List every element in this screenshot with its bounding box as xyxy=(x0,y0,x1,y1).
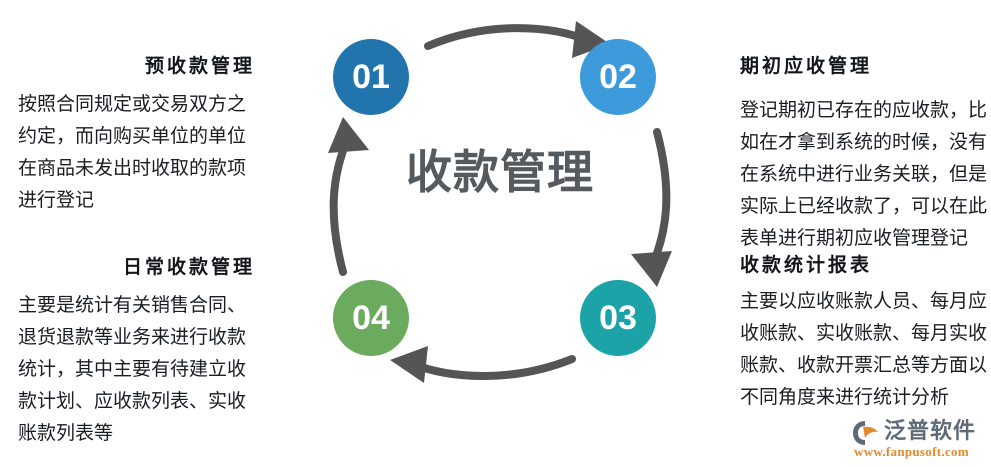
diagram-center-title: 收款管理 xyxy=(406,146,594,198)
block-body-prepayment: 按照合同规定或交易双方之约定，而向购买单位的单位在商品未发出时收取的款项进行登记 xyxy=(18,93,247,211)
text-block-top-left: 预收款管理 按照合同规定或交易双方之约定，而向购买单位的单位在商品未发出时收取的… xyxy=(0,56,260,217)
watermark-url: www.fanpusoft.com xyxy=(854,444,969,459)
cycle-node-04-label: 04 xyxy=(352,298,390,337)
arrow-right-down-icon xyxy=(631,128,672,287)
cycle-diagram: 01 02 03 04 收款管理 xyxy=(300,14,700,394)
arrow-bottom-left-icon xyxy=(390,346,576,383)
arrow-top-right-icon xyxy=(424,21,610,58)
block-heading-opening-receivable: 期初应收管理 xyxy=(740,56,873,77)
block-heading-prepayment: 预收款管理 xyxy=(144,56,255,77)
cycle-arrows xyxy=(328,21,672,383)
cycle-node-02[interactable]: 02 xyxy=(580,39,656,115)
cycle-node-03-label: 03 xyxy=(599,298,637,337)
cycle-node-03[interactable]: 03 xyxy=(580,280,656,356)
text-block-bottom-right: 收款统计报表 主要以应收账款人员、每月应收账款、实收账款、每月实收账款、收款开票… xyxy=(740,255,990,414)
block-heading-collection-report: 收款统计报表 xyxy=(740,255,873,276)
block-body-opening-receivable: 登记期初已存在的应收款，比如在才拿到系统的时候，没有在系统中进行业务关联，但是实… xyxy=(740,99,988,249)
text-block-bottom-left: 日常收款管理 主要是统计有关销售合同、退货退款等业务来进行收款统计，其中主要有待… xyxy=(0,257,260,450)
text-block-top-right: 期初应收管理 登记期初已存在的应收款，比如在才拿到系统的时候，没有在系统中进行业… xyxy=(740,56,990,255)
cycle-node-01[interactable]: 01 xyxy=(333,39,409,115)
watermark-logo: 泛普软件 www.fanpusoft.com xyxy=(852,418,986,462)
block-body-daily-collection: 主要是统计有关销售合同、退货退款等业务来进行收款统计，其中主要有待建立收款计划、… xyxy=(18,294,247,444)
cycle-node-02-label: 02 xyxy=(599,57,637,96)
cycle-node-04[interactable]: 04 xyxy=(333,280,409,356)
block-heading-daily-collection: 日常收款管理 xyxy=(122,257,255,278)
cycle-node-01-label: 01 xyxy=(352,57,390,96)
block-body-collection-report: 主要以应收账款人员、每月应收账款、实收账款、每月实收账款、收款开票汇总等方面以不… xyxy=(740,290,988,408)
watermark-brand: 泛普软件 xyxy=(884,418,977,443)
arrow-left-up-icon xyxy=(328,117,369,276)
fanpu-logo-icon xyxy=(853,421,878,445)
